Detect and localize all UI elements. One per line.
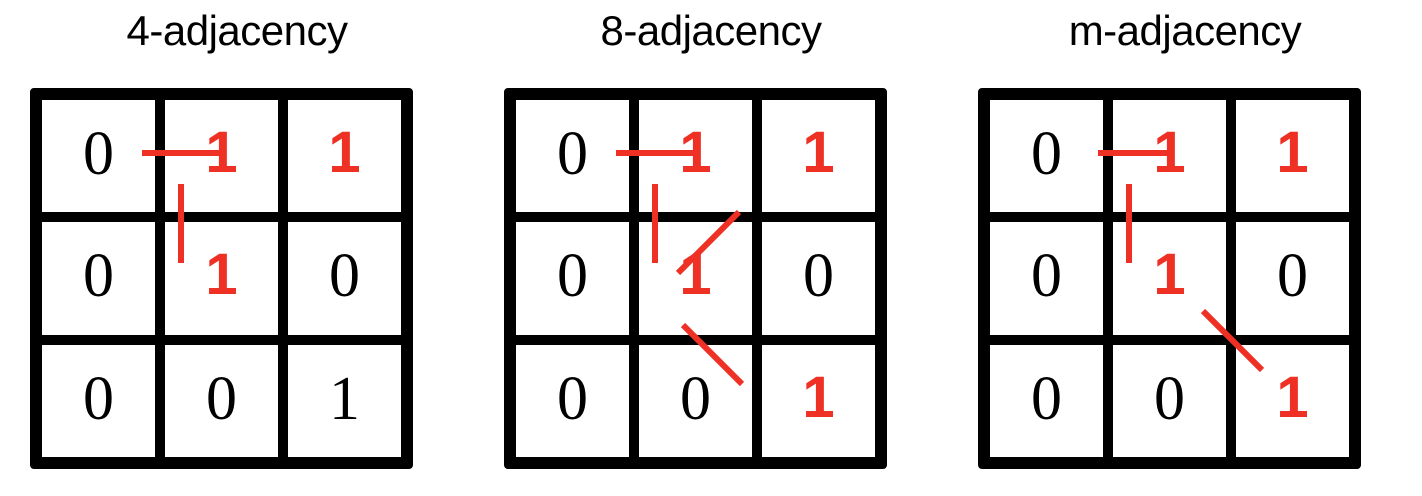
grid-container: 0 1 1 0 1 0 0 0 1 [504,88,887,469]
pixel-grid: 0 1 1 0 1 0 0 0 1 [504,88,887,469]
cell-value: 0 [83,364,114,433]
grid-cell[interactable]: 1 [1236,100,1349,213]
grid-cell[interactable]: 0 [288,222,401,335]
cell-value: 0 [680,364,711,433]
cell-value: 0 [557,364,588,433]
grid-cell[interactable]: 1 [639,222,752,335]
grid-cell[interactable]: 1 [762,344,875,457]
pixel-grid: 0 1 1 0 1 0 0 0 1 [30,88,413,469]
cell-value: 1 [1276,120,1309,186]
grid-cell[interactable]: 0 [42,100,155,213]
grid-cell[interactable]: 0 [516,344,629,457]
cell-value: 0 [1031,242,1062,311]
cell-value: 1 [328,120,361,186]
cell-value: 1 [1153,242,1186,308]
cell-value: 0 [803,242,834,311]
grid-container: 0 1 1 0 1 0 0 0 1 [978,88,1361,469]
panel-title: m-adjacency [1068,7,1302,54]
grid-cell[interactable]: 1 [165,222,278,335]
grid-container: 0 1 1 0 1 0 0 0 1 [30,88,413,469]
cell-value: 0 [329,242,360,311]
cell-value: 1 [802,120,835,186]
pixel-grid: 0 1 1 0 1 0 0 0 1 [978,88,1361,469]
grid-cell[interactable]: 0 [42,222,155,335]
grid-cell[interactable]: 0 [1113,344,1226,457]
cell-value: 0 [83,120,114,189]
grid-cell[interactable]: 1 [1113,100,1226,213]
grid-cell[interactable]: 0 [639,344,752,457]
cell-value: 1 [679,242,712,308]
cell-value: 1 [205,120,238,186]
grid-cell[interactable]: 1 [762,100,875,213]
grid-cell[interactable]: 0 [990,222,1103,335]
cell-value: 0 [206,364,237,433]
cell-value: 0 [1031,364,1062,433]
panel-8-adjacency: 8-adjacency 0 1 1 0 1 0 0 0 1 [474,0,948,496]
grid-cell[interactable]: 0 [516,100,629,213]
grid-cell[interactable]: 0 [516,222,629,335]
cell-value: 0 [83,242,114,311]
panel-m-adjacency: m-adjacency 0 1 1 0 1 0 0 0 1 [948,0,1422,496]
cell-value: 0 [1154,364,1185,433]
cell-value: 1 [329,364,360,433]
grid-cell[interactable]: 1 [639,100,752,213]
grid-cell[interactable]: 0 [990,344,1103,457]
cell-value: 1 [1153,120,1186,186]
grid-cell[interactable]: 1 [288,344,401,457]
grid-cell[interactable]: 1 [165,100,278,213]
cell-value: 1 [205,242,238,308]
panel-4-adjacency: 4-adjacency 0 1 1 0 1 0 0 0 1 [0,0,474,496]
grid-cell[interactable]: 0 [165,344,278,457]
cell-value: 0 [557,242,588,311]
panel-title: 4-adjacency [126,7,348,54]
cell-value: 0 [557,120,588,189]
grid-cell[interactable]: 0 [762,222,875,335]
cell-value: 0 [1031,120,1062,189]
grid-cell[interactable]: 1 [1236,344,1349,457]
grid-cell[interactable]: 0 [42,344,155,457]
panel-title: 8-adjacency [600,7,822,54]
cell-value: 1 [802,364,835,430]
grid-cell[interactable]: 1 [1113,222,1226,335]
cell-value: 1 [679,120,712,186]
grid-cell[interactable]: 1 [288,100,401,213]
grid-cell[interactable]: 0 [1236,222,1349,335]
grid-cell[interactable]: 0 [990,100,1103,213]
cell-value: 1 [1276,364,1309,430]
cell-value: 0 [1277,242,1308,311]
